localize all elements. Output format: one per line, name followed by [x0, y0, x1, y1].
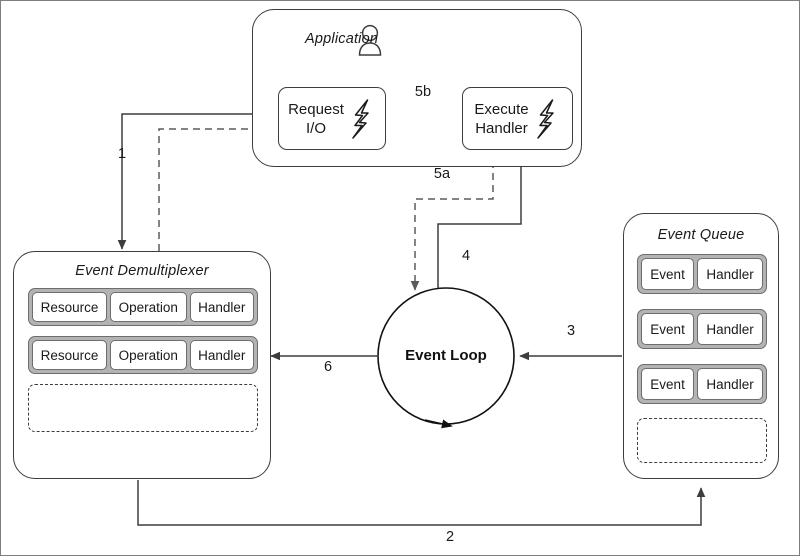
lightning-bolt-icon — [536, 98, 554, 139]
queue-cell-handler: Handler — [697, 258, 763, 290]
queue-empty-slot — [637, 418, 767, 463]
flow-arrow-4 — [437, 152, 526, 288]
demux-cell-resource: Resource — [32, 292, 107, 322]
event-queue-title: Event Queue — [657, 227, 745, 243]
demux-cell-resource: Resource — [32, 340, 107, 370]
demux-cell-handler: Handler — [189, 292, 255, 322]
step-label-5b: 5b — [414, 84, 432, 100]
application-title: Application — [305, 31, 379, 47]
demux-empty-slot — [28, 384, 258, 432]
step-label-3: 3 — [566, 323, 576, 339]
queue-cell-handler: Handler — [697, 313, 763, 345]
event-loop-direction-arrow — [424, 419, 453, 429]
table-row[interactable]: Event Handler — [637, 309, 767, 349]
step-label-4: 4 — [461, 248, 471, 264]
step-label-1: 1 — [117, 146, 127, 162]
person-icon — [358, 24, 382, 56]
queue-cell-event: Event — [641, 313, 695, 345]
flow-arrow-2 — [137, 480, 706, 526]
event-queue-panel: Event Queue Event Handler Event Handler … — [623, 213, 779, 479]
table-row[interactable]: Event Handler — [637, 254, 767, 294]
flow-arrow-demux-to-request-io — [158, 124, 273, 251]
event-demultiplexer-panel: Event Demultiplexer Resource Operation H… — [13, 251, 271, 479]
demux-cell-handler: Handler — [189, 340, 255, 370]
demux-cell-operation: Operation — [110, 292, 187, 322]
demux-cell-operation: Operation — [110, 340, 187, 370]
step-label-6: 6 — [323, 359, 333, 375]
table-row[interactable]: Resource Operation Handler — [28, 336, 258, 374]
request-io-box[interactable]: Request I/O — [278, 87, 386, 150]
step-label-2: 2 — [445, 529, 455, 545]
request-io-label: Request I/O — [288, 100, 344, 137]
flow-arrow-5a — [410, 149, 494, 291]
step-label-5a: 5a — [433, 166, 451, 182]
execute-handler-box[interactable]: Execute Handler — [462, 87, 573, 150]
event-demultiplexer-title: Event Demultiplexer — [75, 263, 209, 279]
event-loop-label: Event Loop — [405, 347, 487, 364]
application-panel: Application Request I/O Execute Handler — [252, 9, 582, 167]
queue-cell-event: Event — [641, 258, 695, 290]
table-row[interactable]: Resource Operation Handler — [28, 288, 258, 326]
flow-arrow-1 — [117, 113, 278, 250]
queue-cell-handler: Handler — [697, 368, 763, 400]
execute-handler-label: Execute Handler — [474, 100, 529, 137]
lightning-bolt-icon — [352, 98, 369, 139]
table-row[interactable]: Event Handler — [637, 364, 767, 404]
queue-cell-event: Event — [641, 368, 695, 400]
